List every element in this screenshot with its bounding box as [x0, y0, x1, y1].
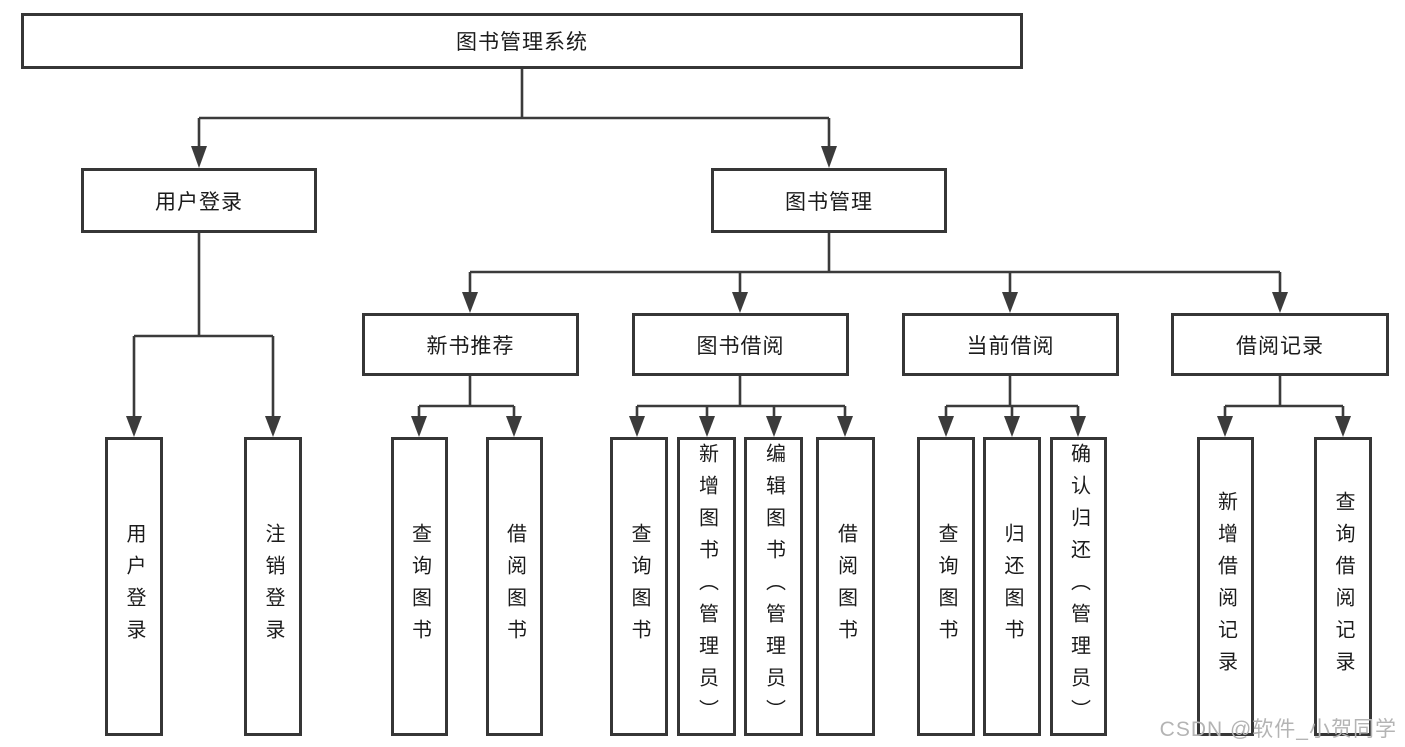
leaf-query-borrow-record-label: 查询借阅记录: [1332, 490, 1354, 683]
leaf-query-books-current-label: 查询图书: [935, 522, 957, 651]
node-new-book-recommend: 新书推荐: [362, 313, 579, 376]
leaf-borrow-books-borrow: 借阅图书: [816, 437, 875, 736]
leaf-confirm-return-admin-label: 确认归还（管理员）: [1067, 442, 1090, 731]
node-system-root: 图书管理系统: [21, 13, 1023, 69]
node-book-borrow: 图书借阅: [632, 313, 849, 376]
leaf-borrow-books-borrow-label: 借阅图书: [834, 522, 857, 651]
leaf-add-borrow-record: 新增借阅记录: [1197, 437, 1254, 736]
leaf-query-borrow-record: 查询借阅记录: [1314, 437, 1372, 736]
leaf-logout-login-label: 注销登录: [262, 522, 284, 651]
leaf-add-books-admin: 新增图书（管理员）: [677, 437, 736, 736]
leaf-add-books-admin-label: 新增图书（管理员）: [695, 442, 718, 731]
node-book-borrow-label: 图书借阅: [696, 334, 785, 358]
csdn-watermark: CSDN @软件_小贺同学: [1159, 718, 1397, 741]
leaf-confirm-return-admin: 确认归还（管理员）: [1050, 437, 1107, 736]
leaf-borrow-books-recommend-label: 借阅图书: [503, 522, 526, 651]
leaf-logout-login: 注销登录: [244, 437, 302, 736]
leaf-query-books-borrow-label: 查询图书: [628, 522, 650, 651]
node-borrow-record-label: 借阅记录: [1236, 334, 1324, 358]
node-current-borrow-label: 当前借阅: [966, 334, 1055, 358]
leaf-return-books: 归还图书: [983, 437, 1041, 736]
leaf-user-login: 用户登录: [105, 437, 163, 736]
node-system-root-label: 图书管理系统: [456, 31, 588, 54]
node-borrow-record: 借阅记录: [1171, 313, 1389, 376]
leaf-query-books-current: 查询图书: [917, 437, 975, 736]
leaf-borrow-books-recommend: 借阅图书: [486, 437, 543, 736]
node-new-book-recommend-label: 新书推荐: [426, 334, 515, 358]
node-user-login: 用户登录: [81, 168, 317, 233]
leaf-edit-books-admin: 编辑图书（管理员）: [744, 437, 803, 736]
leaf-edit-books-admin-label: 编辑图书（管理员）: [762, 442, 785, 731]
leaf-query-books-recommend: 查询图书: [391, 437, 448, 736]
node-book-management-label: 图书管理: [785, 190, 873, 214]
leaf-user-login-label: 用户登录: [123, 522, 145, 651]
leaf-return-books-label: 归还图书: [1001, 522, 1023, 651]
leaf-query-books-recommend-label: 查询图书: [408, 522, 431, 651]
node-user-login-label: 用户登录: [155, 190, 243, 214]
node-current-borrow: 当前借阅: [902, 313, 1119, 376]
arrowheads: [126, 146, 1351, 437]
leaf-query-books-borrow: 查询图书: [610, 437, 668, 736]
node-book-management: 图书管理: [711, 168, 947, 233]
leaf-add-borrow-record-label: 新增借阅记录: [1214, 490, 1237, 683]
